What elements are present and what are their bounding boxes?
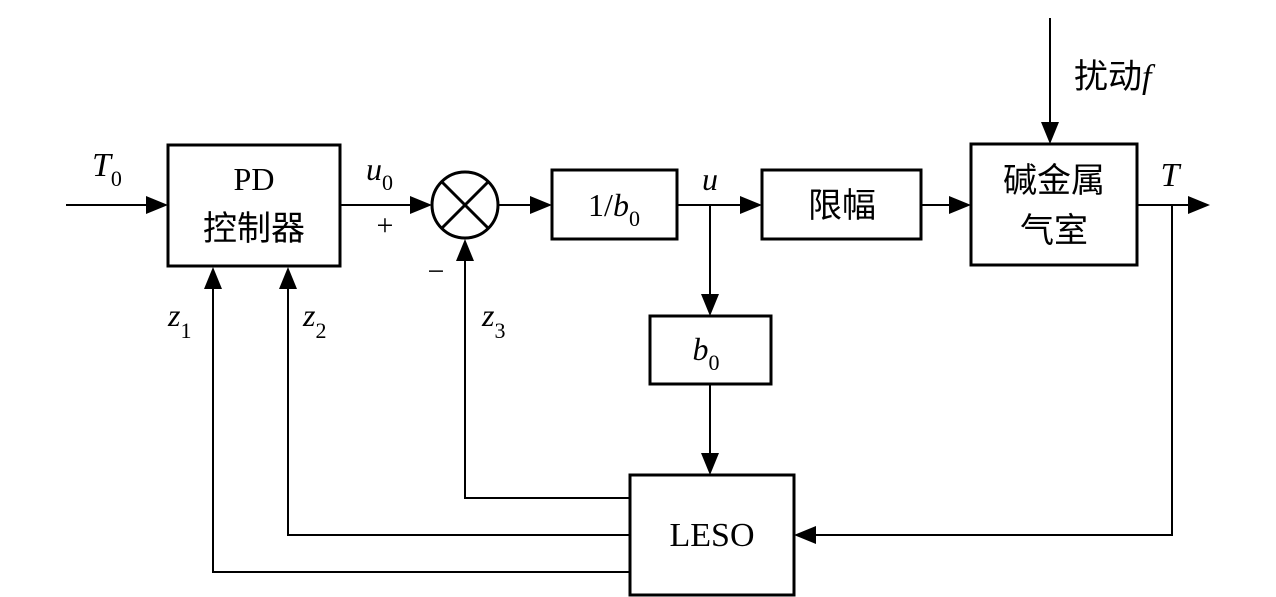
wire-z2	[287, 283, 630, 536]
arrow-into-gain	[530, 196, 552, 214]
sum-cross-b	[440, 180, 490, 230]
plant-label-line1: 碱金属	[1003, 161, 1105, 201]
disturbance-var: f	[1142, 59, 1156, 96]
limiter-label: 限幅	[808, 186, 876, 226]
arrow-z2	[279, 267, 297, 289]
z1-sub: 1	[180, 318, 191, 343]
limiter-block: 限幅	[760, 168, 923, 241]
z3-sub: 3	[494, 318, 505, 343]
b0-sub: 0	[709, 350, 720, 375]
arrow-into-leso-top	[701, 453, 719, 475]
gain-prefix: 1/	[588, 187, 613, 223]
wire-output-feedback	[810, 205, 1173, 536]
gain-sub: 0	[629, 206, 640, 231]
z1-label: z1	[167, 297, 191, 343]
arrow-into-leso-right	[794, 526, 816, 544]
z1-var: z	[167, 297, 181, 333]
disturbance-label: 扰动f	[1074, 57, 1156, 97]
pd-label-line2: 控制器	[203, 209, 305, 249]
z2-sub: 2	[315, 318, 326, 343]
output-label: T	[1161, 157, 1182, 194]
z3-label: z3	[481, 297, 505, 343]
arrow-into-limiter	[740, 196, 762, 214]
plant-label-line2: 气室	[1020, 211, 1088, 251]
arrow-into-pd	[146, 196, 168, 214]
b0-label: b0	[693, 331, 720, 375]
arrow-into-b0	[701, 294, 719, 316]
arrow-output	[1188, 196, 1210, 214]
gain-block: 1/b0	[550, 168, 679, 241]
plus-sign: +	[377, 209, 394, 242]
arrow-disturbance	[1041, 122, 1059, 144]
u-label: u	[702, 161, 718, 197]
leso-block: LESO	[628, 473, 796, 597]
gain-label: 1/b0	[588, 187, 640, 231]
u0-label: u0	[366, 151, 393, 195]
wire-z1	[212, 283, 630, 573]
z2-var: z	[302, 297, 316, 333]
z2-label: z2	[302, 297, 326, 343]
arrow-into-sum	[410, 196, 432, 214]
connections	[66, 18, 1210, 573]
input-var: T	[92, 147, 113, 184]
gain-var: b	[613, 187, 629, 223]
b0-block: b0	[648, 314, 773, 386]
summing-junction	[430, 170, 500, 240]
z3-var: z	[481, 297, 495, 333]
input-sub: 0	[111, 166, 122, 191]
pd-controller-block: PD 控制器	[166, 143, 342, 268]
input-label: T0	[92, 147, 122, 191]
u0-var: u	[366, 151, 382, 187]
pd-label-line1: PD	[234, 161, 275, 197]
arrow-into-plant	[949, 196, 971, 214]
plant-block: 碱金属 气室	[969, 142, 1139, 267]
minus-sign: −	[428, 255, 445, 288]
b0-var: b	[693, 331, 709, 367]
arrow-z3	[456, 239, 474, 261]
signal-labels: T0 u0 + − u T 扰动f z1 z2 z3	[92, 57, 1182, 343]
u0-sub: 0	[382, 170, 393, 195]
arrow-z1	[204, 267, 222, 289]
leso-label: LESO	[670, 517, 755, 554]
wire-z3	[464, 255, 630, 499]
disturbance-text: 扰动	[1074, 57, 1142, 97]
